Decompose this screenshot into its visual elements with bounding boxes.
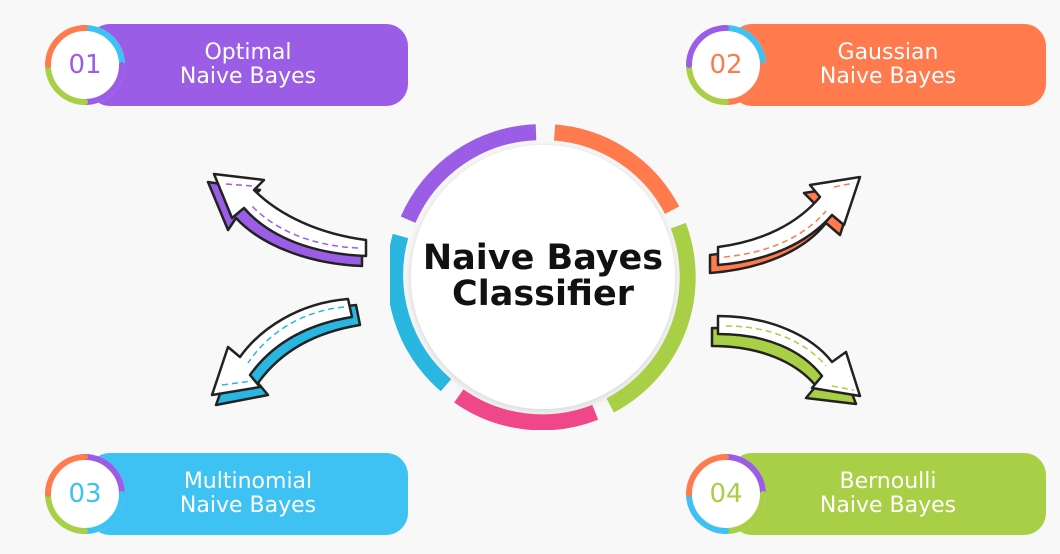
card-title-line2: Naive Bayes <box>179 64 317 89</box>
hub-title-line1: Naive Bayes <box>422 238 664 278</box>
card-title-line1: Multinomial <box>183 469 313 494</box>
ring-segment-blue <box>390 233 452 392</box>
ring-segment-purple <box>400 124 537 223</box>
card-title-line2: Naive Bayes <box>819 493 957 518</box>
hub-disc <box>411 145 675 409</box>
card-title-line2: Naive Bayes <box>179 493 317 518</box>
card-optimal-naive-bayes: Optimal Naive Bayes <box>88 24 408 106</box>
ring-segment-orange <box>553 124 680 215</box>
card-title-line1: Gaussian <box>837 40 939 65</box>
ring-segment-green <box>606 222 696 413</box>
badge-number: 01 <box>68 50 102 80</box>
card-title-line1: Bernoulli <box>839 469 937 494</box>
badge-01: 01 <box>42 22 128 108</box>
hub-title-line2: Classifier <box>452 274 634 314</box>
badge-number: 03 <box>68 479 102 509</box>
card-bernoulli-naive-bayes: Bernoulli Naive Bayes <box>730 453 1046 535</box>
badge-number: 02 <box>709 50 743 80</box>
arrow-to-gaussian <box>708 175 862 275</box>
arrow-to-multinomial <box>210 297 362 407</box>
badge-02: 02 <box>683 22 769 108</box>
arrow-to-optimal <box>206 172 368 268</box>
hub-ring <box>390 124 696 430</box>
card-gaussian-naive-bayes: Gaussian Naive Bayes <box>730 24 1046 106</box>
card-title-line2: Naive Bayes <box>819 64 957 89</box>
badge-04: 04 <box>683 451 769 537</box>
badge-03: 03 <box>42 451 128 537</box>
card-multinomial-naive-bayes: Multinomial Naive Bayes <box>88 453 408 535</box>
ring-segment-pink <box>454 389 599 430</box>
card-title-line1: Optimal <box>204 40 292 65</box>
badge-number: 04 <box>709 479 743 509</box>
hub-title: Naive Bayes Classifier <box>390 240 696 312</box>
arrow-to-bernoulli <box>710 314 862 406</box>
